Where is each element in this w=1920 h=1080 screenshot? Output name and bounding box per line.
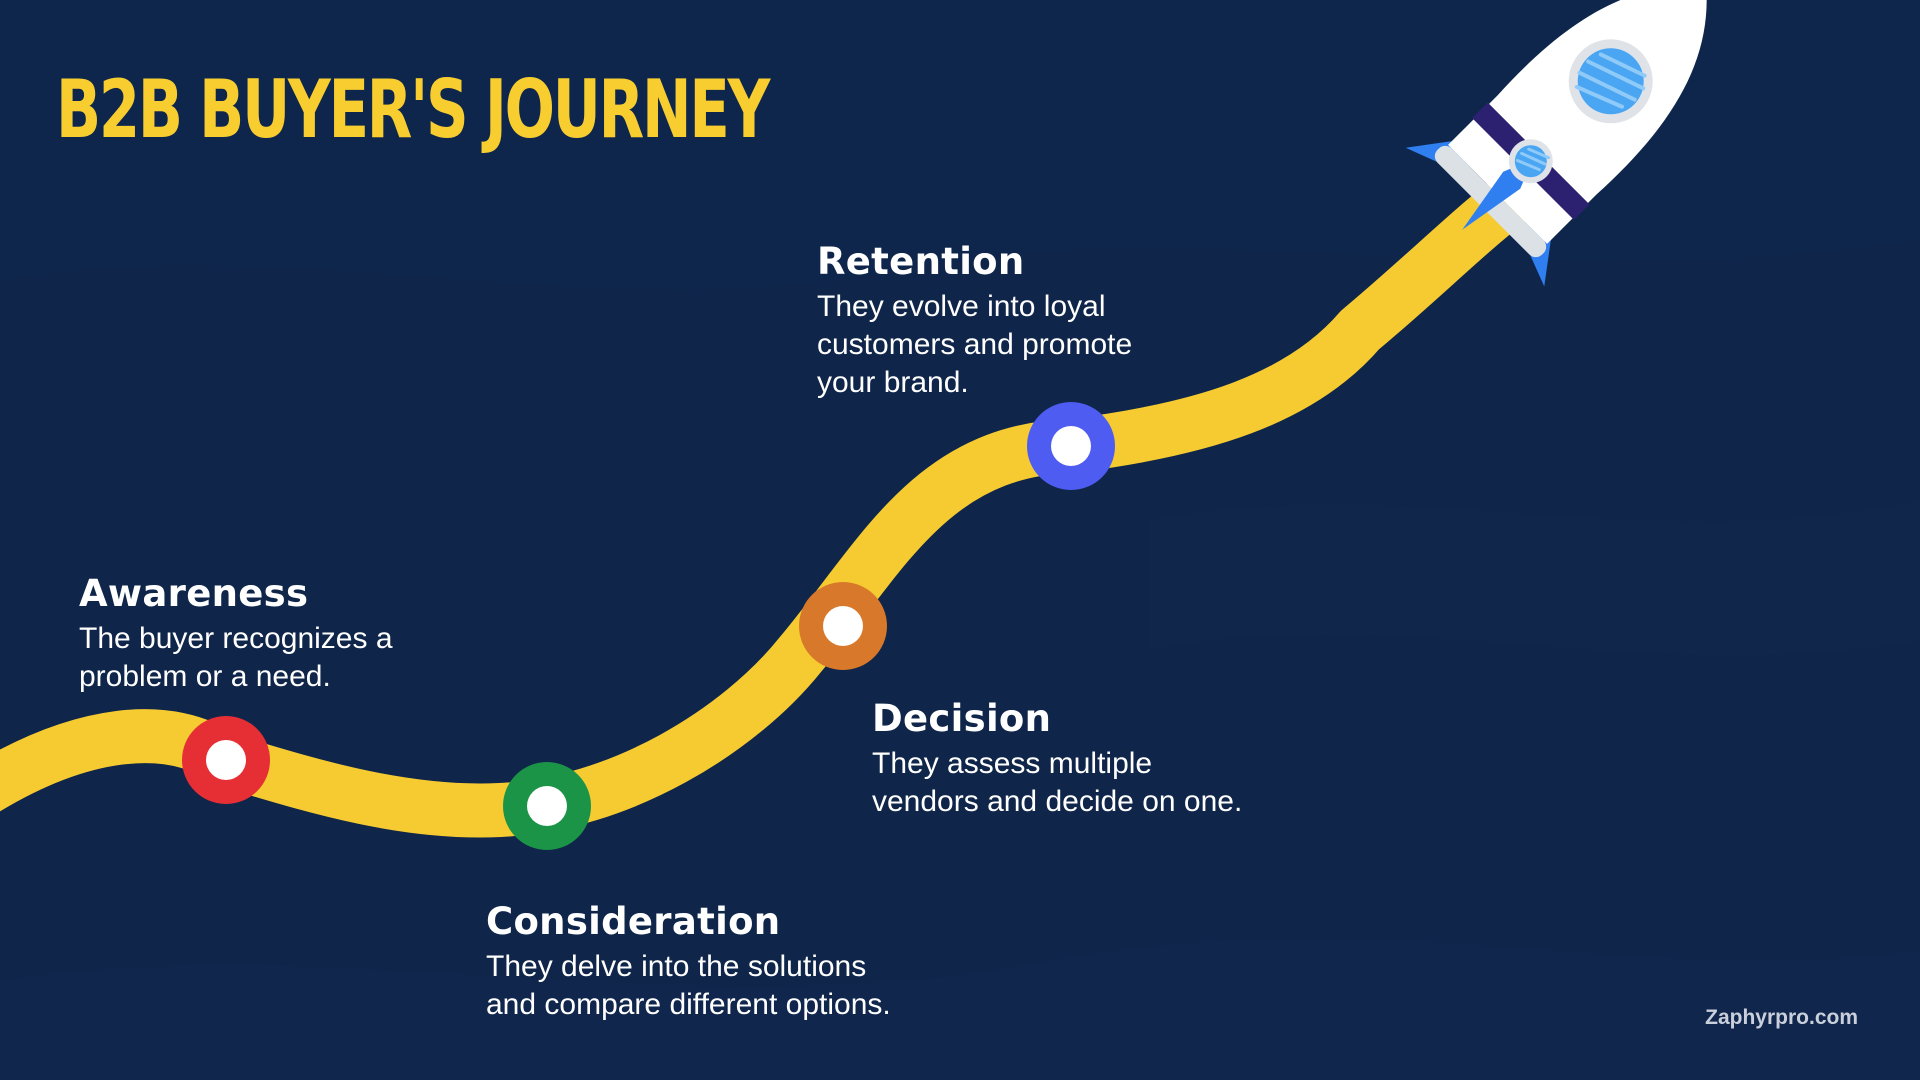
stage-title-retention: Retention	[817, 240, 1025, 283]
page-title: B2B BUYER'S JOURNEY	[56, 63, 770, 156]
stage-desc-retention: They evolve into loyal customers and pro…	[817, 290, 1133, 399]
stage-decision: Decision They assess multiple vendors an…	[872, 697, 1242, 821]
footer-brand: Zaphyrpro.com	[1705, 1006, 1858, 1029]
stage-title-consideration: Consideration	[486, 900, 781, 943]
stage-marker-awareness	[182, 716, 270, 804]
rocket-icon	[1405, 0, 1707, 287]
stage-title-decision: Decision	[872, 697, 1052, 740]
stage-marker-retention	[1027, 402, 1115, 490]
stage-desc-decision: They assess multiple vendors and decide …	[872, 747, 1243, 818]
stage-desc-awareness: The buyer recognizes a problem or a need…	[79, 622, 393, 693]
stage-marker-decision	[799, 582, 887, 670]
stage-retention: Retention They evolve into loyal custome…	[817, 240, 1132, 402]
stage-title-awareness: Awareness	[79, 572, 309, 615]
stage-consideration: Consideration They delve into the soluti…	[486, 900, 891, 1024]
stage-desc-consideration: They delve into the solutions and compar…	[486, 950, 891, 1021]
stage-awareness: Awareness The buyer recognizes a problem…	[79, 572, 393, 696]
stage-marker-consideration	[503, 762, 591, 850]
